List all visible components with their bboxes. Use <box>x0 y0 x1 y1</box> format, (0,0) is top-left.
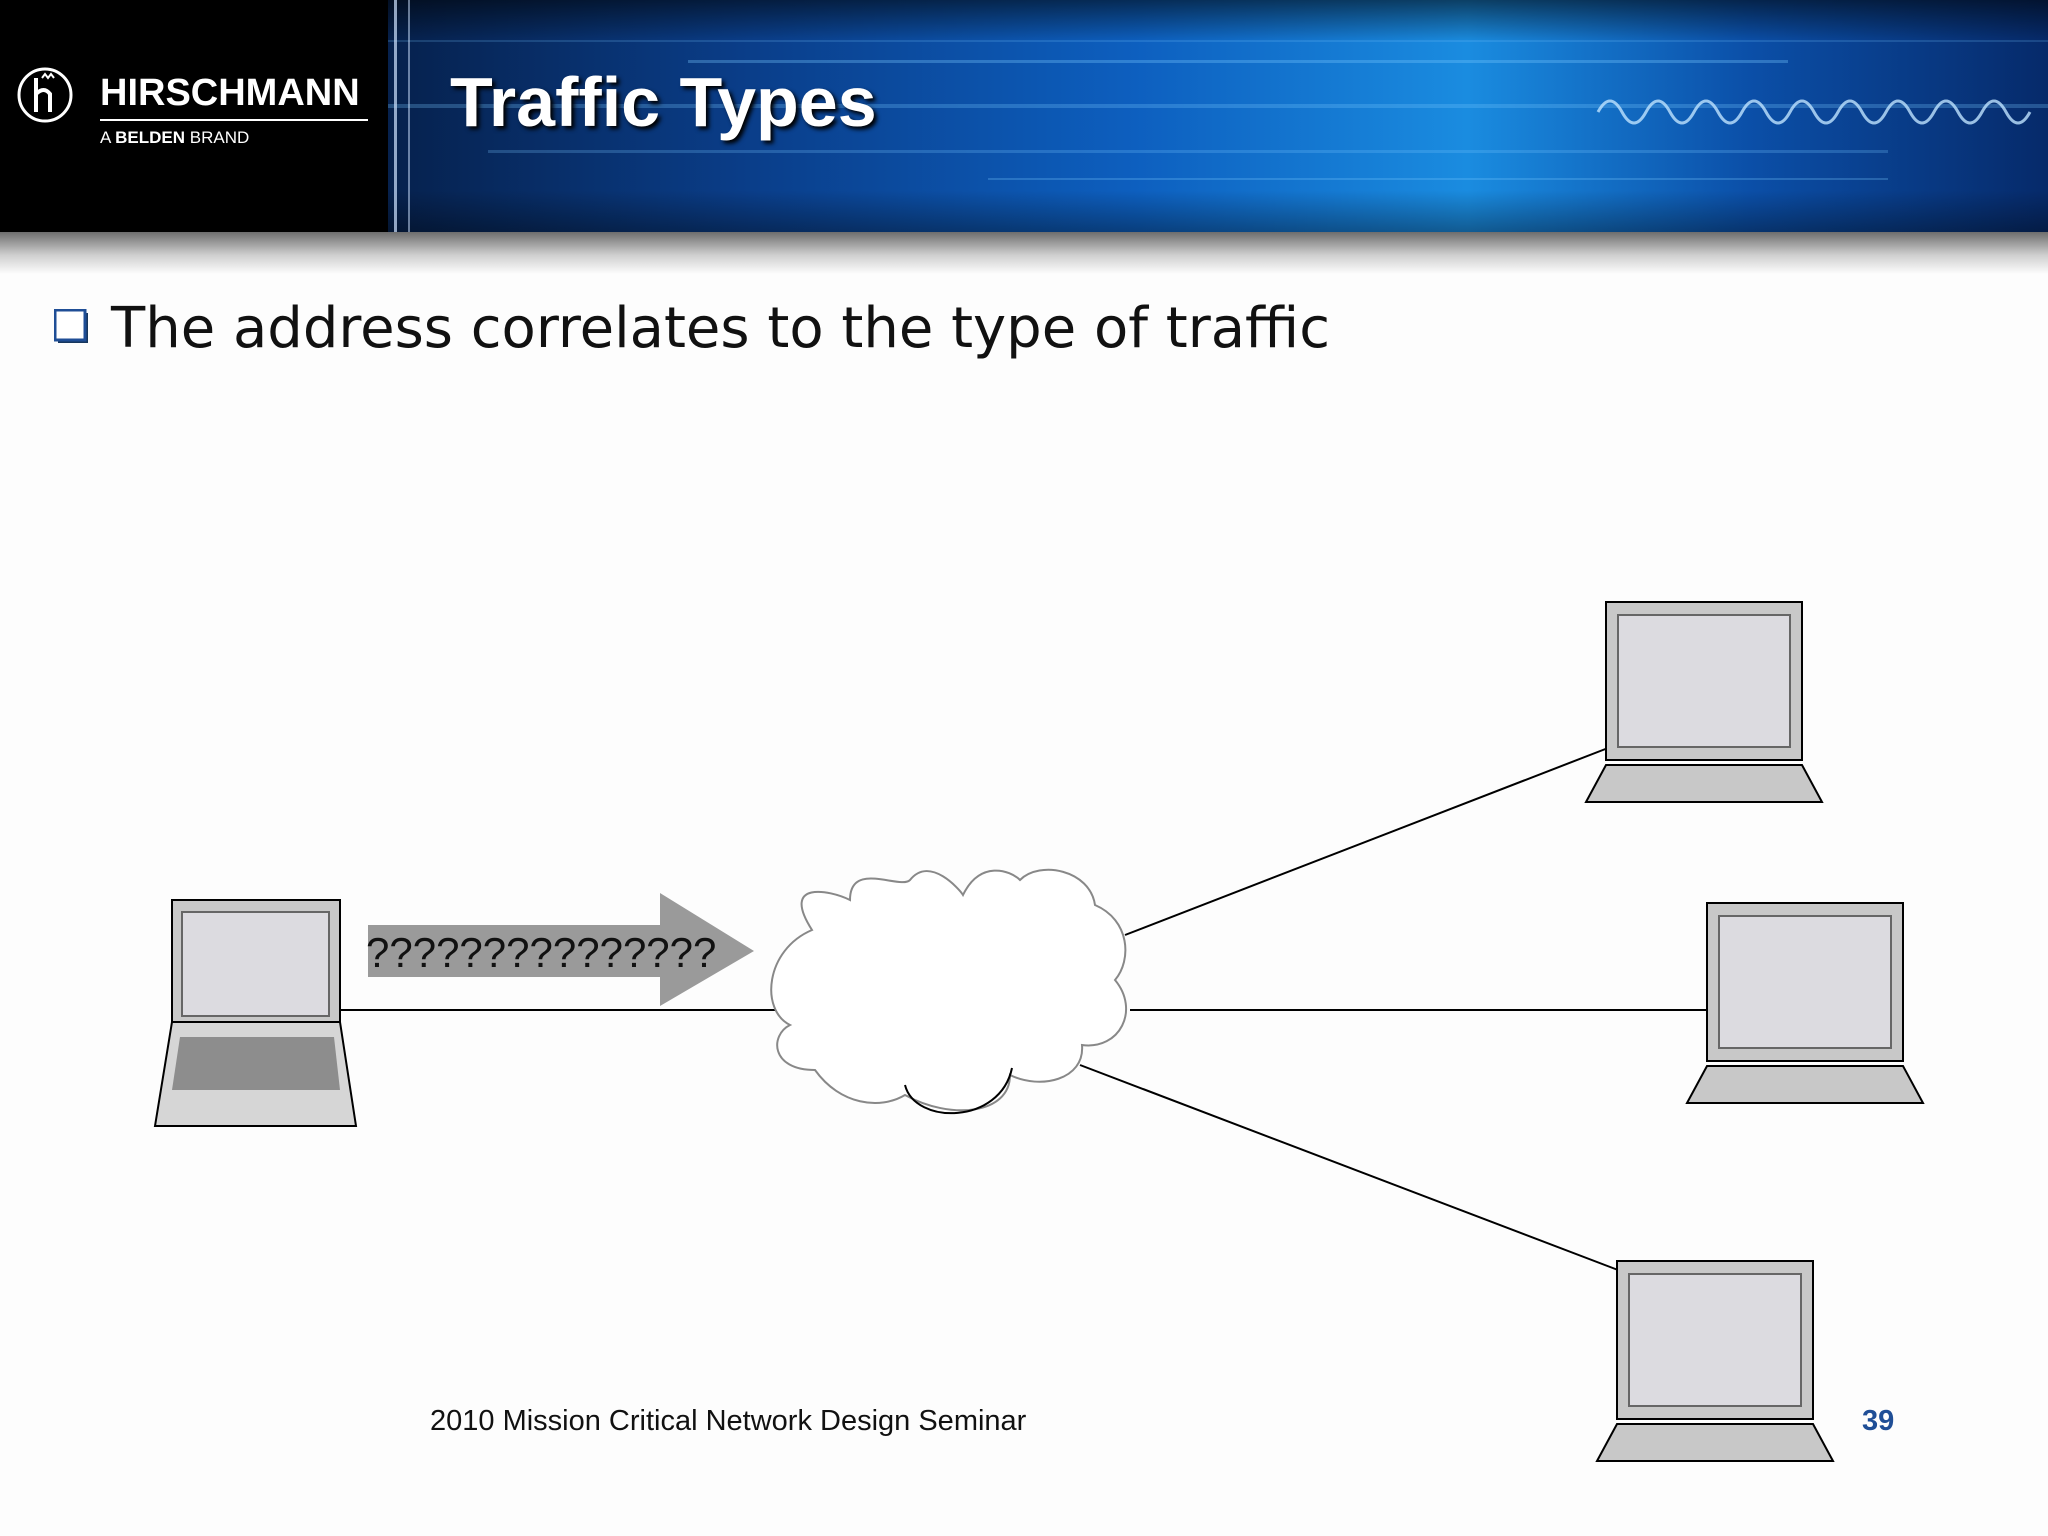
laptop-icon <box>1685 902 1925 1104</box>
bullet-text: The address correlates to the type of tr… <box>111 296 1330 361</box>
checkbox-bullet-icon <box>54 309 88 343</box>
page-number: 39 <box>1862 1405 1895 1437</box>
header-shadow <box>0 232 2048 274</box>
laptop-icon <box>153 899 358 1127</box>
arrow-icon <box>368 893 754 1006</box>
footer-text: 2010 Mission Critical Network Design Sem… <box>430 1405 1027 1437</box>
header: HIRSCHMANN A BELDEN BRAND Traffic Types <box>0 0 2048 232</box>
brand-name: HIRSCHMANN <box>100 72 360 114</box>
header-banner <box>388 0 2048 232</box>
link-line <box>1124 747 1609 936</box>
brand-divider <box>100 119 368 121</box>
laptop-icon <box>1584 601 1824 803</box>
arrow-label: ??????????????? <box>366 929 716 976</box>
brand-tagline: A BELDEN BRAND <box>100 128 250 147</box>
hirschmann-logo-icon <box>17 67 73 123</box>
wave-decoration <box>1596 99 2032 125</box>
link-line <box>1079 1064 1619 1271</box>
cloud-icon <box>770 868 1127 1115</box>
slide-title: Traffic Types <box>450 63 877 141</box>
laptop-icon <box>1595 1260 1835 1462</box>
logo-area: HIRSCHMANN A BELDEN BRAND <box>0 0 388 232</box>
